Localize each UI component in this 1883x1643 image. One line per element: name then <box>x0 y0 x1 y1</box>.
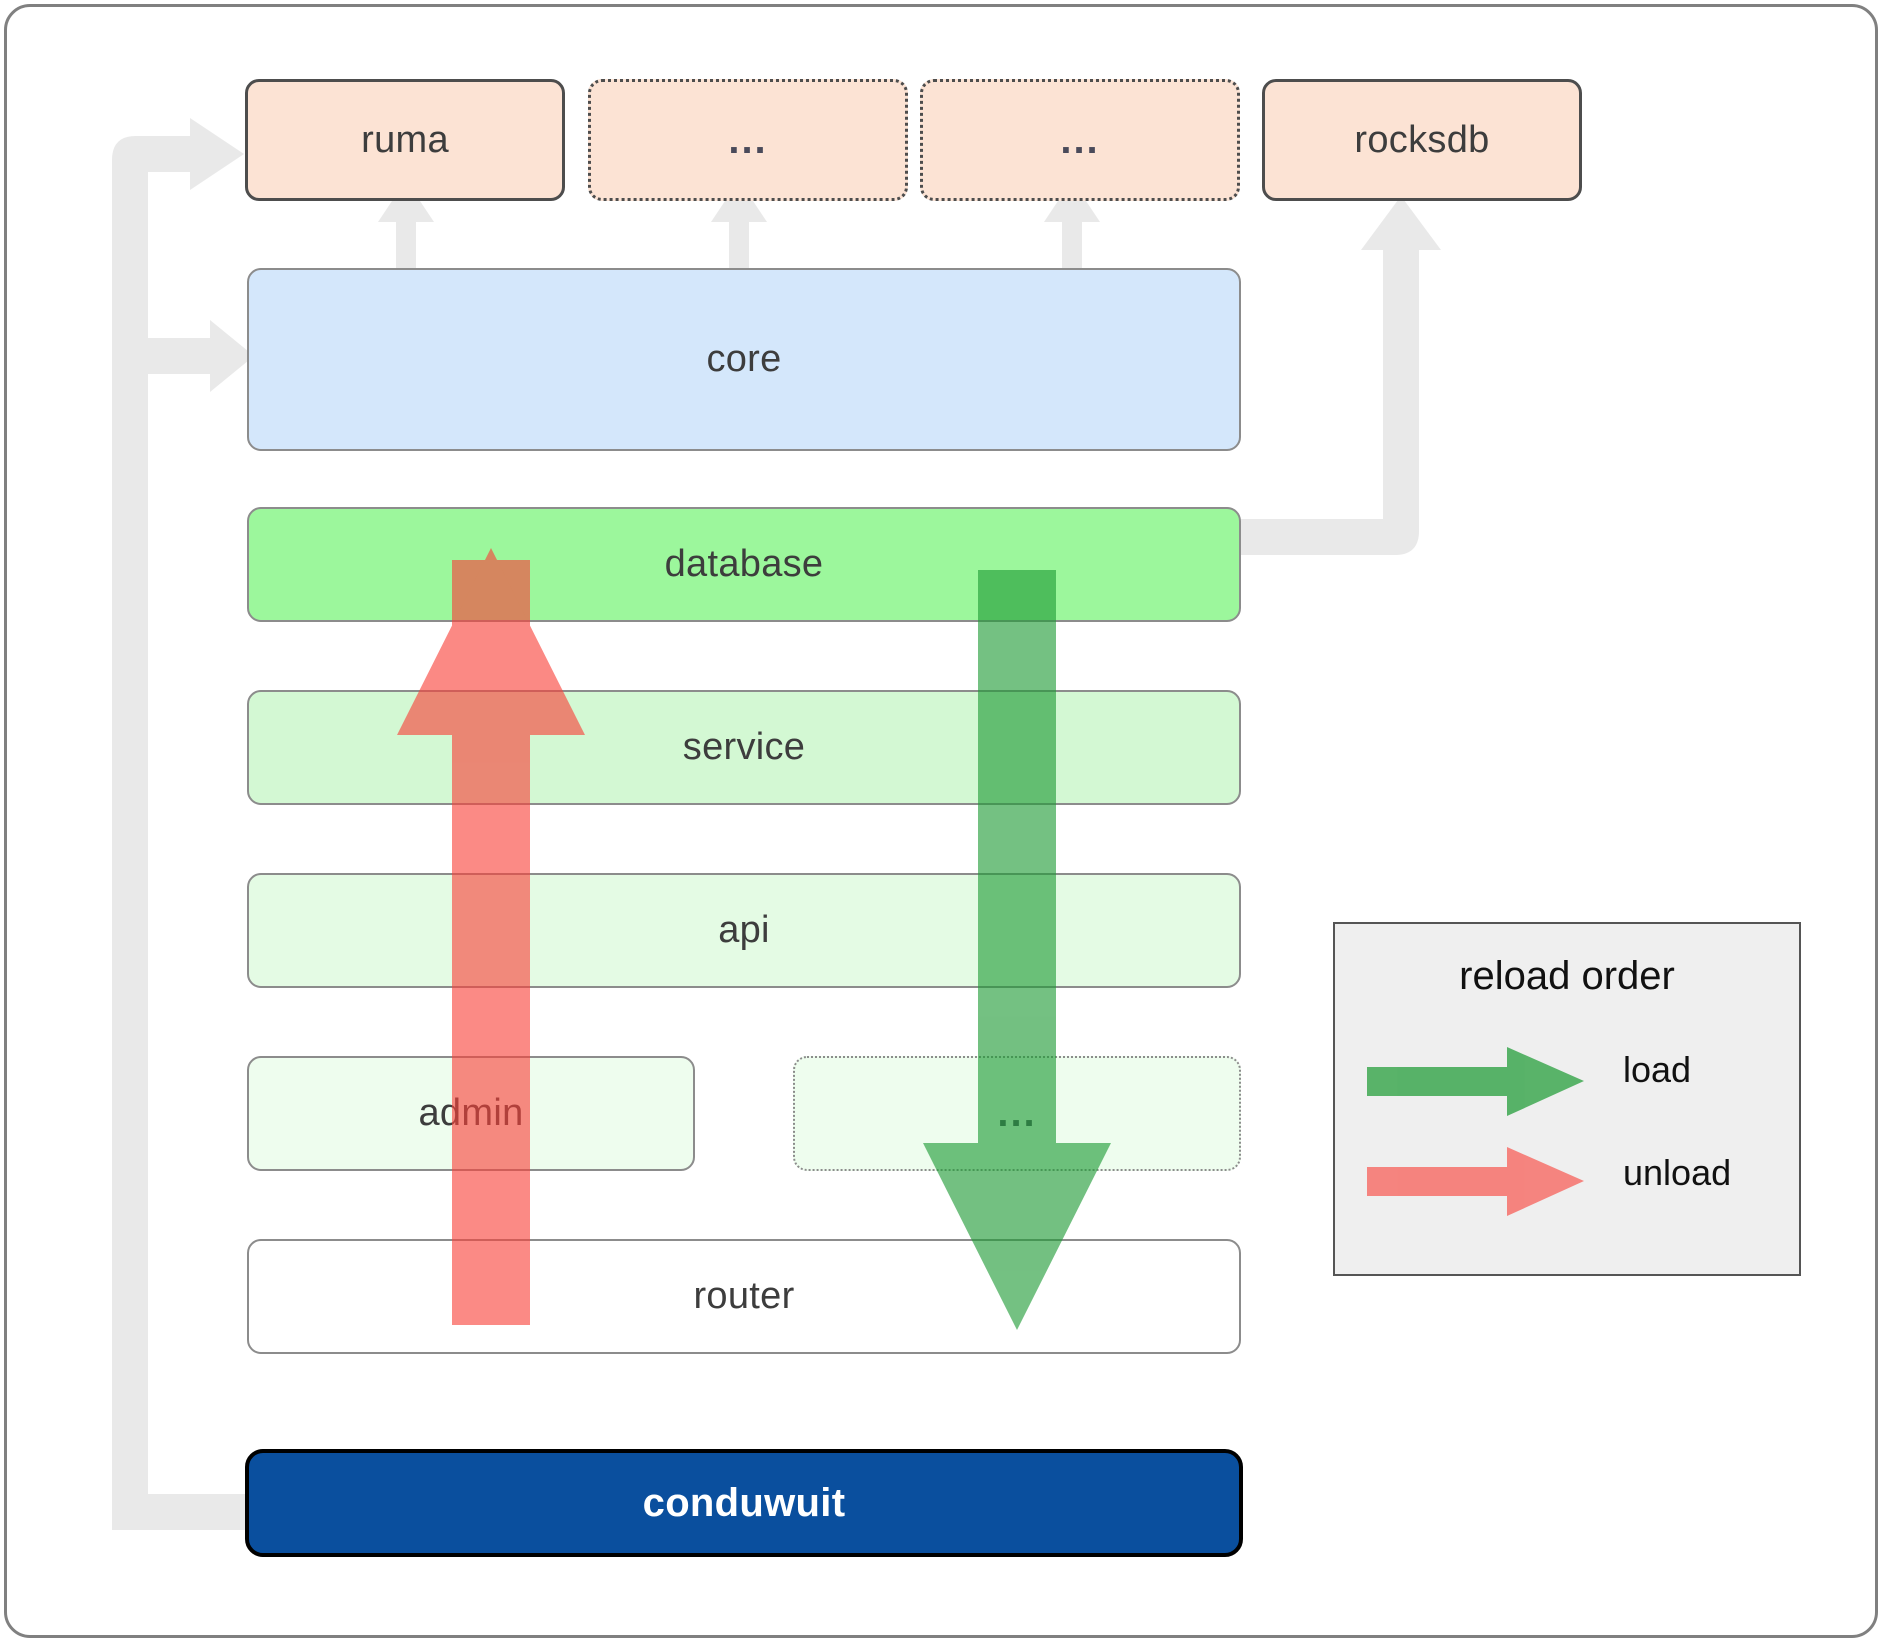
stack-box-database[interactable]: database <box>247 507 1241 622</box>
legend-load-arrow <box>1367 1047 1584 1116</box>
dep-box-ellipsis-2[interactable]: ... <box>920 79 1240 201</box>
stack-box-router[interactable]: router <box>247 1239 1241 1354</box>
dep-label-ellipsis-1: ... <box>728 117 768 162</box>
legend-title: reload order <box>1459 954 1675 998</box>
legend-panel: reload order load unload <box>1333 922 1801 1276</box>
stack-box-api[interactable]: api <box>247 873 1241 988</box>
legend-label-load: load <box>1623 1049 1692 1090</box>
stack-box-admin[interactable]: admin <box>247 1056 695 1171</box>
stack-label-service: service <box>682 726 806 768</box>
dep-box-ellipsis-1[interactable]: ... <box>588 79 908 201</box>
stack-box-core[interactable]: core <box>247 268 1241 451</box>
stack-box-service[interactable]: service <box>247 690 1241 805</box>
root-box-conduwuit[interactable]: conduwuit <box>245 1449 1243 1557</box>
stack-label-router: router <box>693 1275 795 1317</box>
dep-label-ellipsis-2: ... <box>1060 117 1100 162</box>
legend-unload-arrow <box>1367 1147 1584 1216</box>
stack-label-core: core <box>706 338 782 380</box>
root-label-conduwuit: conduwuit <box>642 1480 846 1525</box>
stack-box-ellipsis[interactable]: ... <box>793 1056 1241 1171</box>
legend-label-unload: unload <box>1623 1152 1732 1193</box>
dep-label-ruma: ruma <box>361 118 449 161</box>
stack-label-ellipsis: ... <box>997 1091 1037 1135</box>
dep-box-ruma[interactable]: ruma <box>245 79 565 201</box>
stack-label-api: api <box>718 909 770 951</box>
stack-label-admin: admin <box>418 1092 524 1134</box>
diagram-frame <box>4 4 1878 1638</box>
dep-box-rocksdb[interactable]: rocksdb <box>1262 79 1582 201</box>
legend-arrow-graphics <box>1367 1047 1584 1216</box>
dep-label-rocksdb: rocksdb <box>1354 118 1490 161</box>
stack-label-database: database <box>664 543 824 585</box>
